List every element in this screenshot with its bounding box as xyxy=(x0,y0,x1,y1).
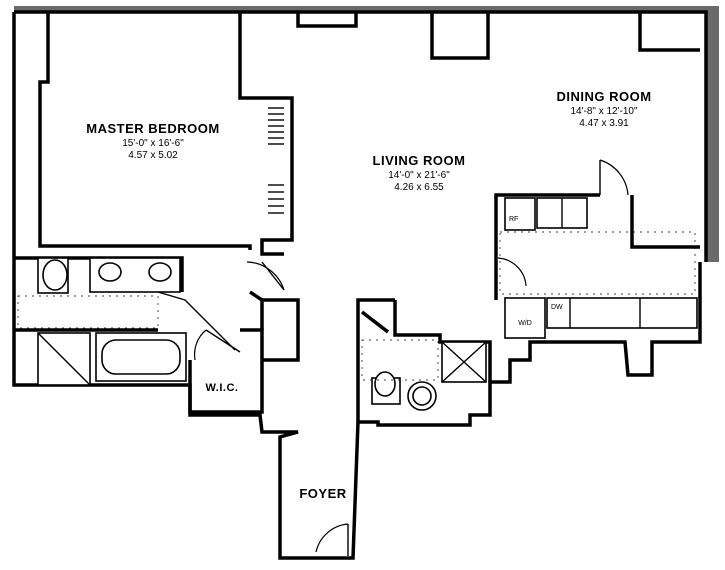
master-bedroom-dim-m: 4.57 x 5.02 xyxy=(128,150,178,161)
washer-dryer-label: W/D xyxy=(518,320,532,327)
toilet-bowl xyxy=(42,259,68,291)
counter-bottom xyxy=(546,297,698,329)
washer-dryer xyxy=(504,297,546,339)
sink-left-icon xyxy=(98,262,122,282)
sink-right-icon xyxy=(148,262,172,282)
refrigerator xyxy=(504,197,536,231)
entry-door xyxy=(315,523,349,556)
master-bedroom-dim-ft: 15'-0" x 16'-6" xyxy=(122,138,184,149)
bedroom-closet-shelves xyxy=(268,107,284,214)
exterior-windows xyxy=(14,6,719,262)
master-bathroom xyxy=(14,256,236,386)
wic-name: W.I.C. xyxy=(206,382,239,394)
kitchen xyxy=(494,159,700,339)
dining-room-dim-m: 4.47 x 3.91 xyxy=(579,118,629,129)
living-room-name: LIVING ROOM xyxy=(373,153,466,168)
walk-in-closet xyxy=(188,328,264,414)
refrigerator-label: RF xyxy=(509,216,518,223)
dishwasher-label: DW xyxy=(551,304,563,311)
master-bedroom-name: MASTER BEDROOM xyxy=(86,121,219,136)
hall-partitions xyxy=(246,261,300,362)
living-room-dim-m: 4.26 x 6.55 xyxy=(394,182,444,193)
dining-room-name: DINING ROOM xyxy=(556,89,651,104)
exterior-walls xyxy=(12,10,708,560)
room-labels: MASTER BEDROOM 15'-0" x 16'-6" 4.57 x 5.… xyxy=(86,89,651,501)
foyer-name: FOYER xyxy=(299,486,346,501)
powder-room xyxy=(356,298,492,422)
living-room-dim-ft: 14'-0" x 21'-6" xyxy=(388,170,450,181)
dining-room-dim-ft: 14'-8" x 12'-10" xyxy=(570,106,638,117)
